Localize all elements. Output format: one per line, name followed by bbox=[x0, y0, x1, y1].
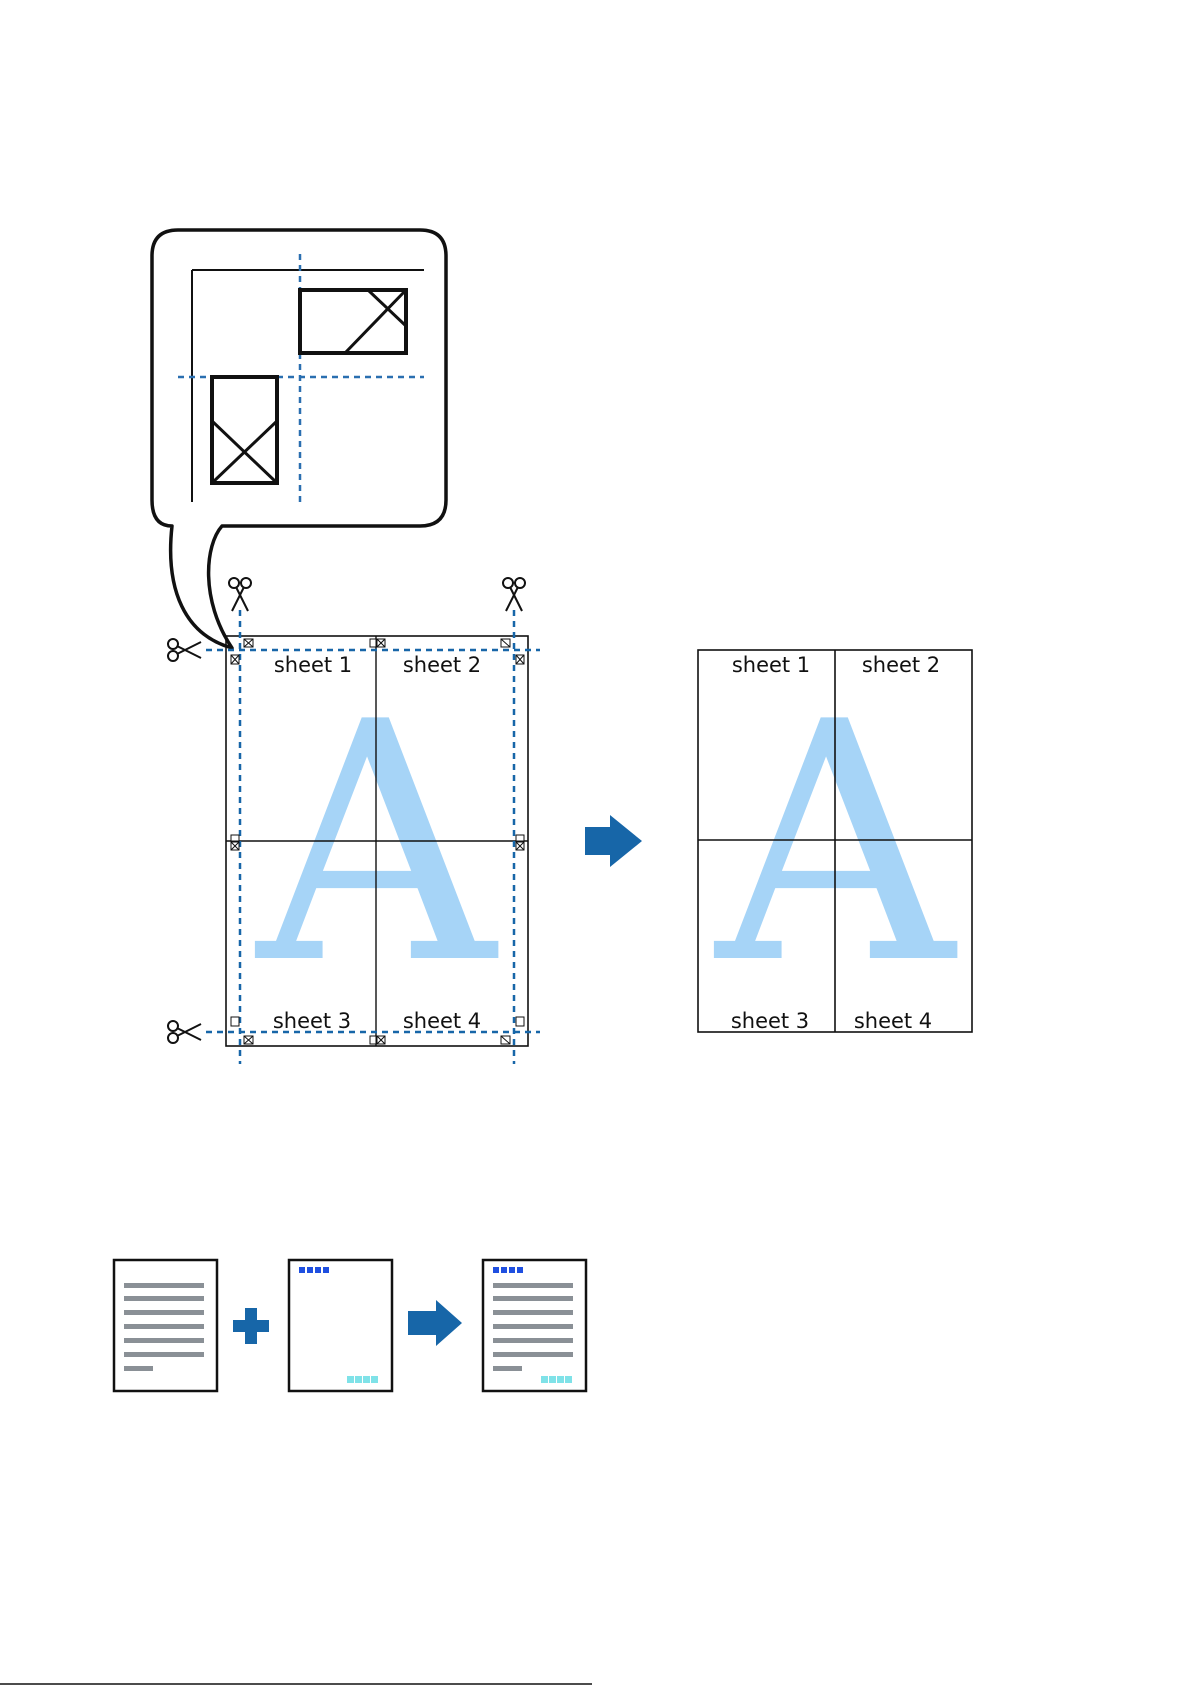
sheet-label: sheet 3 bbox=[273, 1009, 351, 1033]
document-page bbox=[114, 1260, 217, 1391]
scissors-icon bbox=[168, 1021, 201, 1043]
header-footer-diagram bbox=[114, 1260, 586, 1391]
scissors-icon bbox=[503, 578, 525, 611]
plus-icon bbox=[233, 1308, 269, 1344]
scissors-icon bbox=[168, 639, 201, 661]
result-page bbox=[483, 1260, 586, 1391]
arrow-right-icon bbox=[408, 1300, 462, 1346]
header-footer-page bbox=[289, 1260, 392, 1391]
sheet-label: sheet 1 bbox=[732, 653, 810, 677]
registration-mark-icon bbox=[212, 377, 277, 483]
sheet-label: sheet 2 bbox=[862, 653, 940, 677]
poster-assembled: A sheet 1 sheet 2 sheet 3 sheet 4 bbox=[698, 650, 972, 1036]
registration-mark-icon bbox=[300, 290, 406, 353]
sheet-label: sheet 4 bbox=[403, 1009, 481, 1033]
poster-before-cutting: A sheet 1 sheet 2 sheet 3 bbox=[168, 578, 540, 1064]
sheet-label: sheet 3 bbox=[731, 1009, 809, 1033]
arrow-right-icon bbox=[585, 815, 642, 867]
scissors-icon bbox=[229, 578, 251, 611]
sheet-label: sheet 4 bbox=[854, 1009, 932, 1033]
zoom-callout bbox=[152, 230, 446, 648]
sheet-label: sheet 2 bbox=[403, 653, 481, 677]
sheet-label: sheet 1 bbox=[274, 653, 352, 677]
